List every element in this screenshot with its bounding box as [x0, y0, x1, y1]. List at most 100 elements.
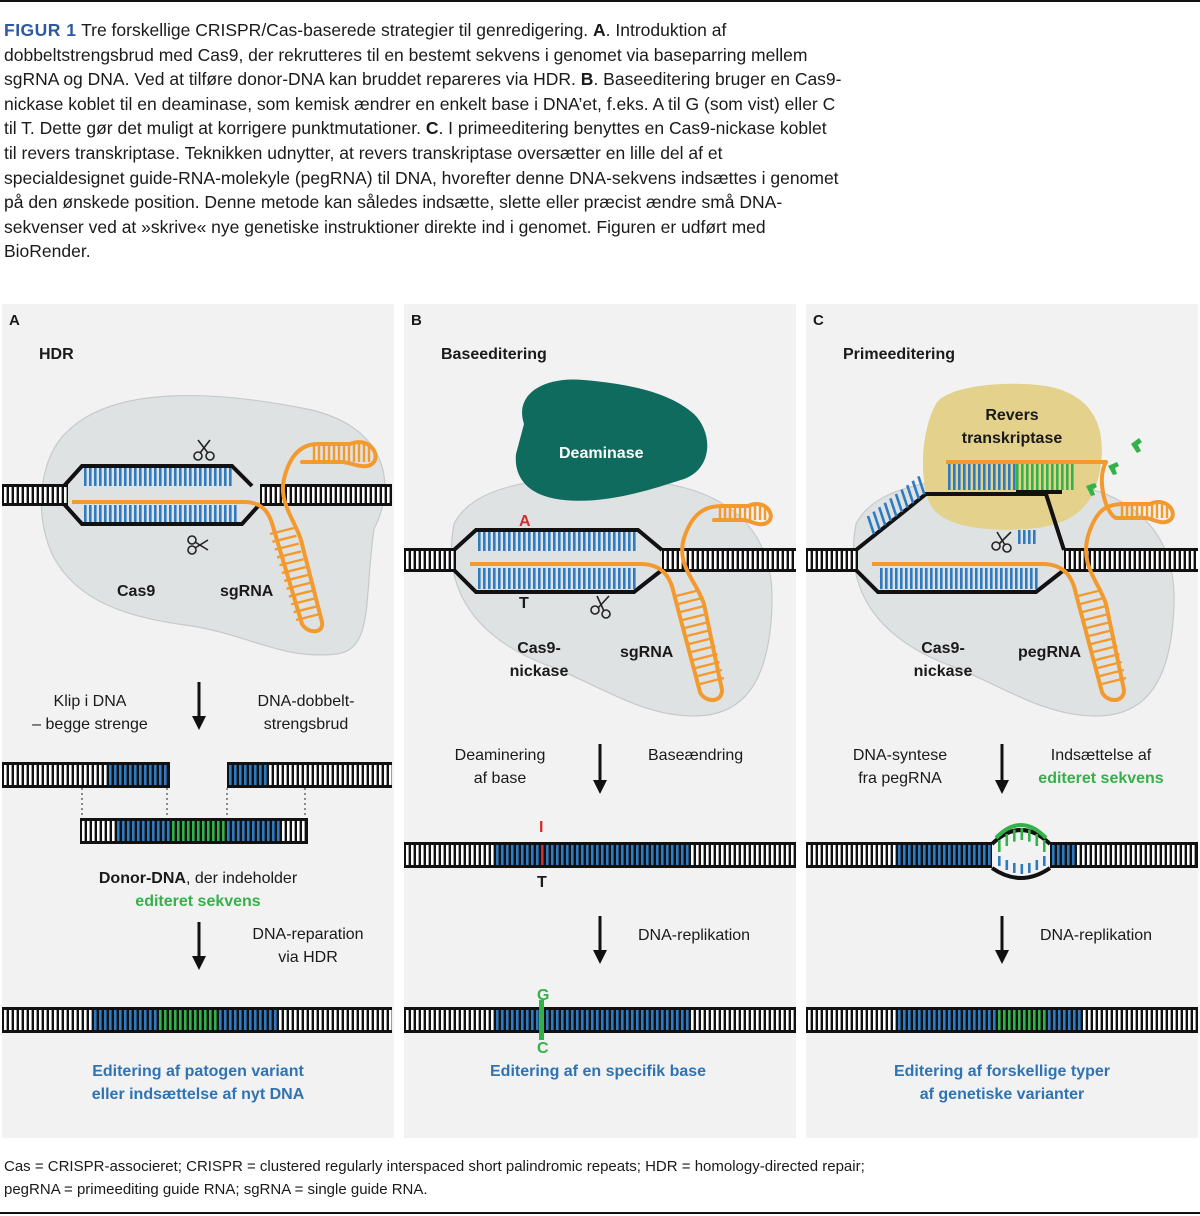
- base-pair-rung: [436, 551, 439, 569]
- base-pair-rung: [277, 821, 280, 841]
- base-pair-rung: [4, 1010, 7, 1030]
- base-pair-rung: [282, 821, 285, 841]
- base-pair-rung: [586, 845, 589, 865]
- base-pair-rung: [59, 1010, 62, 1030]
- base-rung: [1043, 856, 1046, 866]
- base-pair-rung: [451, 1010, 454, 1030]
- base-rung: [889, 497, 898, 517]
- base-pair-rung: [691, 1010, 694, 1030]
- base-pair-rung: [262, 821, 265, 841]
- base-pair-rung: [1156, 551, 1159, 569]
- base-pair-rung: [451, 551, 454, 569]
- arrow-down-icon: [192, 682, 206, 730]
- step-label-klip: Klip i DNA – begge strenge: [30, 690, 150, 736]
- base-pair-rung: [364, 765, 367, 785]
- base-rung: [618, 568, 621, 589]
- base-pair-rung: [626, 845, 629, 865]
- base-pair-rung: [461, 1010, 464, 1030]
- base-pair-rung: [164, 1010, 167, 1030]
- base-rung: [960, 568, 963, 589]
- base-rung: [1005, 860, 1009, 870]
- base-rung: [894, 493, 904, 513]
- base-rung: [975, 568, 978, 589]
- base-pair-rung: [676, 845, 679, 865]
- base-pair-rung: [224, 1010, 227, 1030]
- base-pair-rung: [696, 845, 699, 865]
- base-pair-rung: [626, 1010, 629, 1030]
- base-pair-rung: [274, 1010, 277, 1030]
- base-pair-rung: [898, 845, 901, 865]
- base-rung: [973, 464, 976, 490]
- step-label-line: – begge strenge: [32, 716, 148, 733]
- base-pair-rung: [566, 845, 569, 865]
- base-pair-rung: [923, 1010, 926, 1030]
- base-pair-rung: [883, 1010, 886, 1030]
- base-pair-rung: [94, 765, 97, 785]
- base-rung: [184, 505, 187, 522]
- base-rung: [613, 568, 616, 589]
- base-pair-rung: [1116, 551, 1119, 569]
- base-pair-rung: [823, 1010, 826, 1030]
- rna-rung: [290, 597, 316, 606]
- base-rung: [998, 464, 1001, 490]
- rna-rung: [274, 542, 300, 551]
- step-label-line: strengsbrud: [263, 716, 349, 733]
- base-pair-rung: [1173, 1010, 1176, 1030]
- base-rung: [911, 480, 921, 500]
- base-pair-rung: [918, 1010, 921, 1030]
- base-rung: [154, 468, 157, 486]
- base-pair-rung: [212, 821, 215, 841]
- base-pair-rung: [104, 765, 107, 785]
- base-pair-rung: [596, 1010, 599, 1030]
- base-pair-rung: [566, 1010, 569, 1030]
- base-pair-rung: [751, 845, 754, 865]
- base-pair-rung: [908, 1010, 911, 1030]
- base-pair-rung: [294, 765, 297, 785]
- scissors-icon: [193, 439, 215, 461]
- base-rung: [99, 468, 102, 486]
- base-rung: [1051, 464, 1054, 490]
- base-pair-rung: [39, 1010, 42, 1030]
- base-pair-rung: [164, 765, 167, 785]
- base-pair-rung: [1177, 845, 1180, 865]
- base-pair-rung: [486, 1010, 489, 1030]
- base-pair-rung: [104, 1010, 107, 1030]
- base-pair-rung: [686, 845, 689, 865]
- base-pair-rung: [94, 1010, 97, 1030]
- dna-backbone: [2, 1007, 392, 1033]
- rna-rung: [677, 596, 703, 606]
- base-pair-rung: [357, 487, 360, 503]
- base-rung: [498, 532, 501, 551]
- base-pair-rung: [152, 821, 155, 841]
- base-rung: [483, 568, 486, 589]
- base-pair-rung: [84, 1010, 87, 1030]
- step-label-indsaettelse: Indsættelse af editeret sekvens: [1036, 744, 1166, 790]
- base-pair-rung: [114, 1010, 117, 1030]
- rna-rung: [288, 589, 314, 598]
- base-pair-rung: [107, 821, 110, 841]
- base-rung: [503, 568, 506, 589]
- arrow-down-icon: [593, 916, 607, 964]
- base-pair-rung: [284, 1010, 287, 1030]
- base-pair-rung: [79, 1010, 82, 1030]
- base-pair-rung: [384, 765, 387, 785]
- dna-with-inosine: [404, 842, 796, 868]
- base-rung: [558, 568, 561, 589]
- base-pair-rung: [277, 487, 280, 503]
- result-label-b: Editering af en specifik base: [490, 1063, 707, 1080]
- base-pair-rung: [69, 1010, 72, 1030]
- base-rung: [608, 568, 611, 589]
- base-pair-rung: [903, 845, 906, 865]
- base-rung: [1030, 568, 1033, 589]
- base-rung: [229, 505, 232, 522]
- base-pair-rung: [294, 1010, 297, 1030]
- base-pair-rung: [1081, 551, 1084, 569]
- rna-rung: [295, 612, 321, 622]
- base-pair-rung: [129, 765, 132, 785]
- scissors-icon: [187, 535, 209, 555]
- figure-caption: FIGUR 1 Tre forskellige CRISPR/Cas-baser…: [4, 18, 844, 264]
- base-pair-rung: [1052, 845, 1055, 865]
- base-pair-rung: [888, 845, 891, 865]
- base-pair-rung: [913, 1010, 916, 1030]
- base-rung: [224, 505, 227, 522]
